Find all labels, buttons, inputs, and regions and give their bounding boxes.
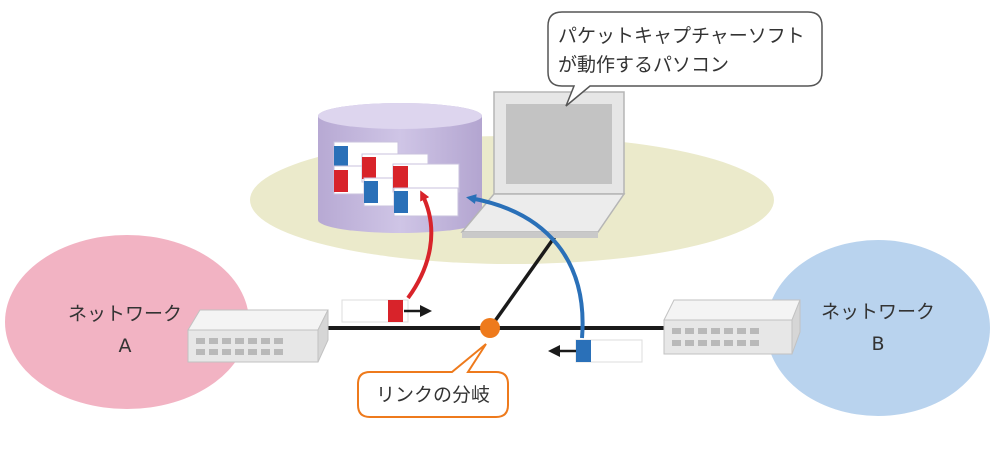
- network-a-cloud: [5, 235, 249, 409]
- arrow-icon: [548, 345, 560, 357]
- network-b-name: ネットワーク: [821, 301, 935, 323]
- blue-capture-arrow: [466, 194, 585, 339]
- arrow-icon: [420, 305, 432, 317]
- network-a-name: ネットワーク: [68, 303, 182, 325]
- pc-callout: パケットキャプチャーソフト が動作するパソコン: [547, 11, 823, 107]
- packet-blue-in-transit: [548, 339, 643, 363]
- pc-callout-line2: が動作するパソコン: [558, 54, 729, 76]
- stored-packet-cards: [333, 141, 460, 217]
- tap-point: [480, 318, 500, 338]
- tap-callout: リンクの分岐: [357, 343, 509, 418]
- tap-callout-text: リンクの分岐: [376, 384, 490, 406]
- network-b-cloud: [766, 240, 990, 416]
- network-b-letter: B: [871, 333, 884, 355]
- switch-a-icon: [187, 309, 329, 363]
- switch-b-icon: [663, 299, 801, 355]
- network-a-letter: A: [119, 335, 132, 357]
- red-capture-arrow: [406, 190, 434, 300]
- pc-callout-line1: パケットキャプチャーソフト: [558, 25, 805, 47]
- packet-icon: [392, 163, 460, 193]
- branch-link: [488, 233, 558, 330]
- packet-red-in-transit: [341, 299, 432, 323]
- laptop-icon: [460, 91, 626, 238]
